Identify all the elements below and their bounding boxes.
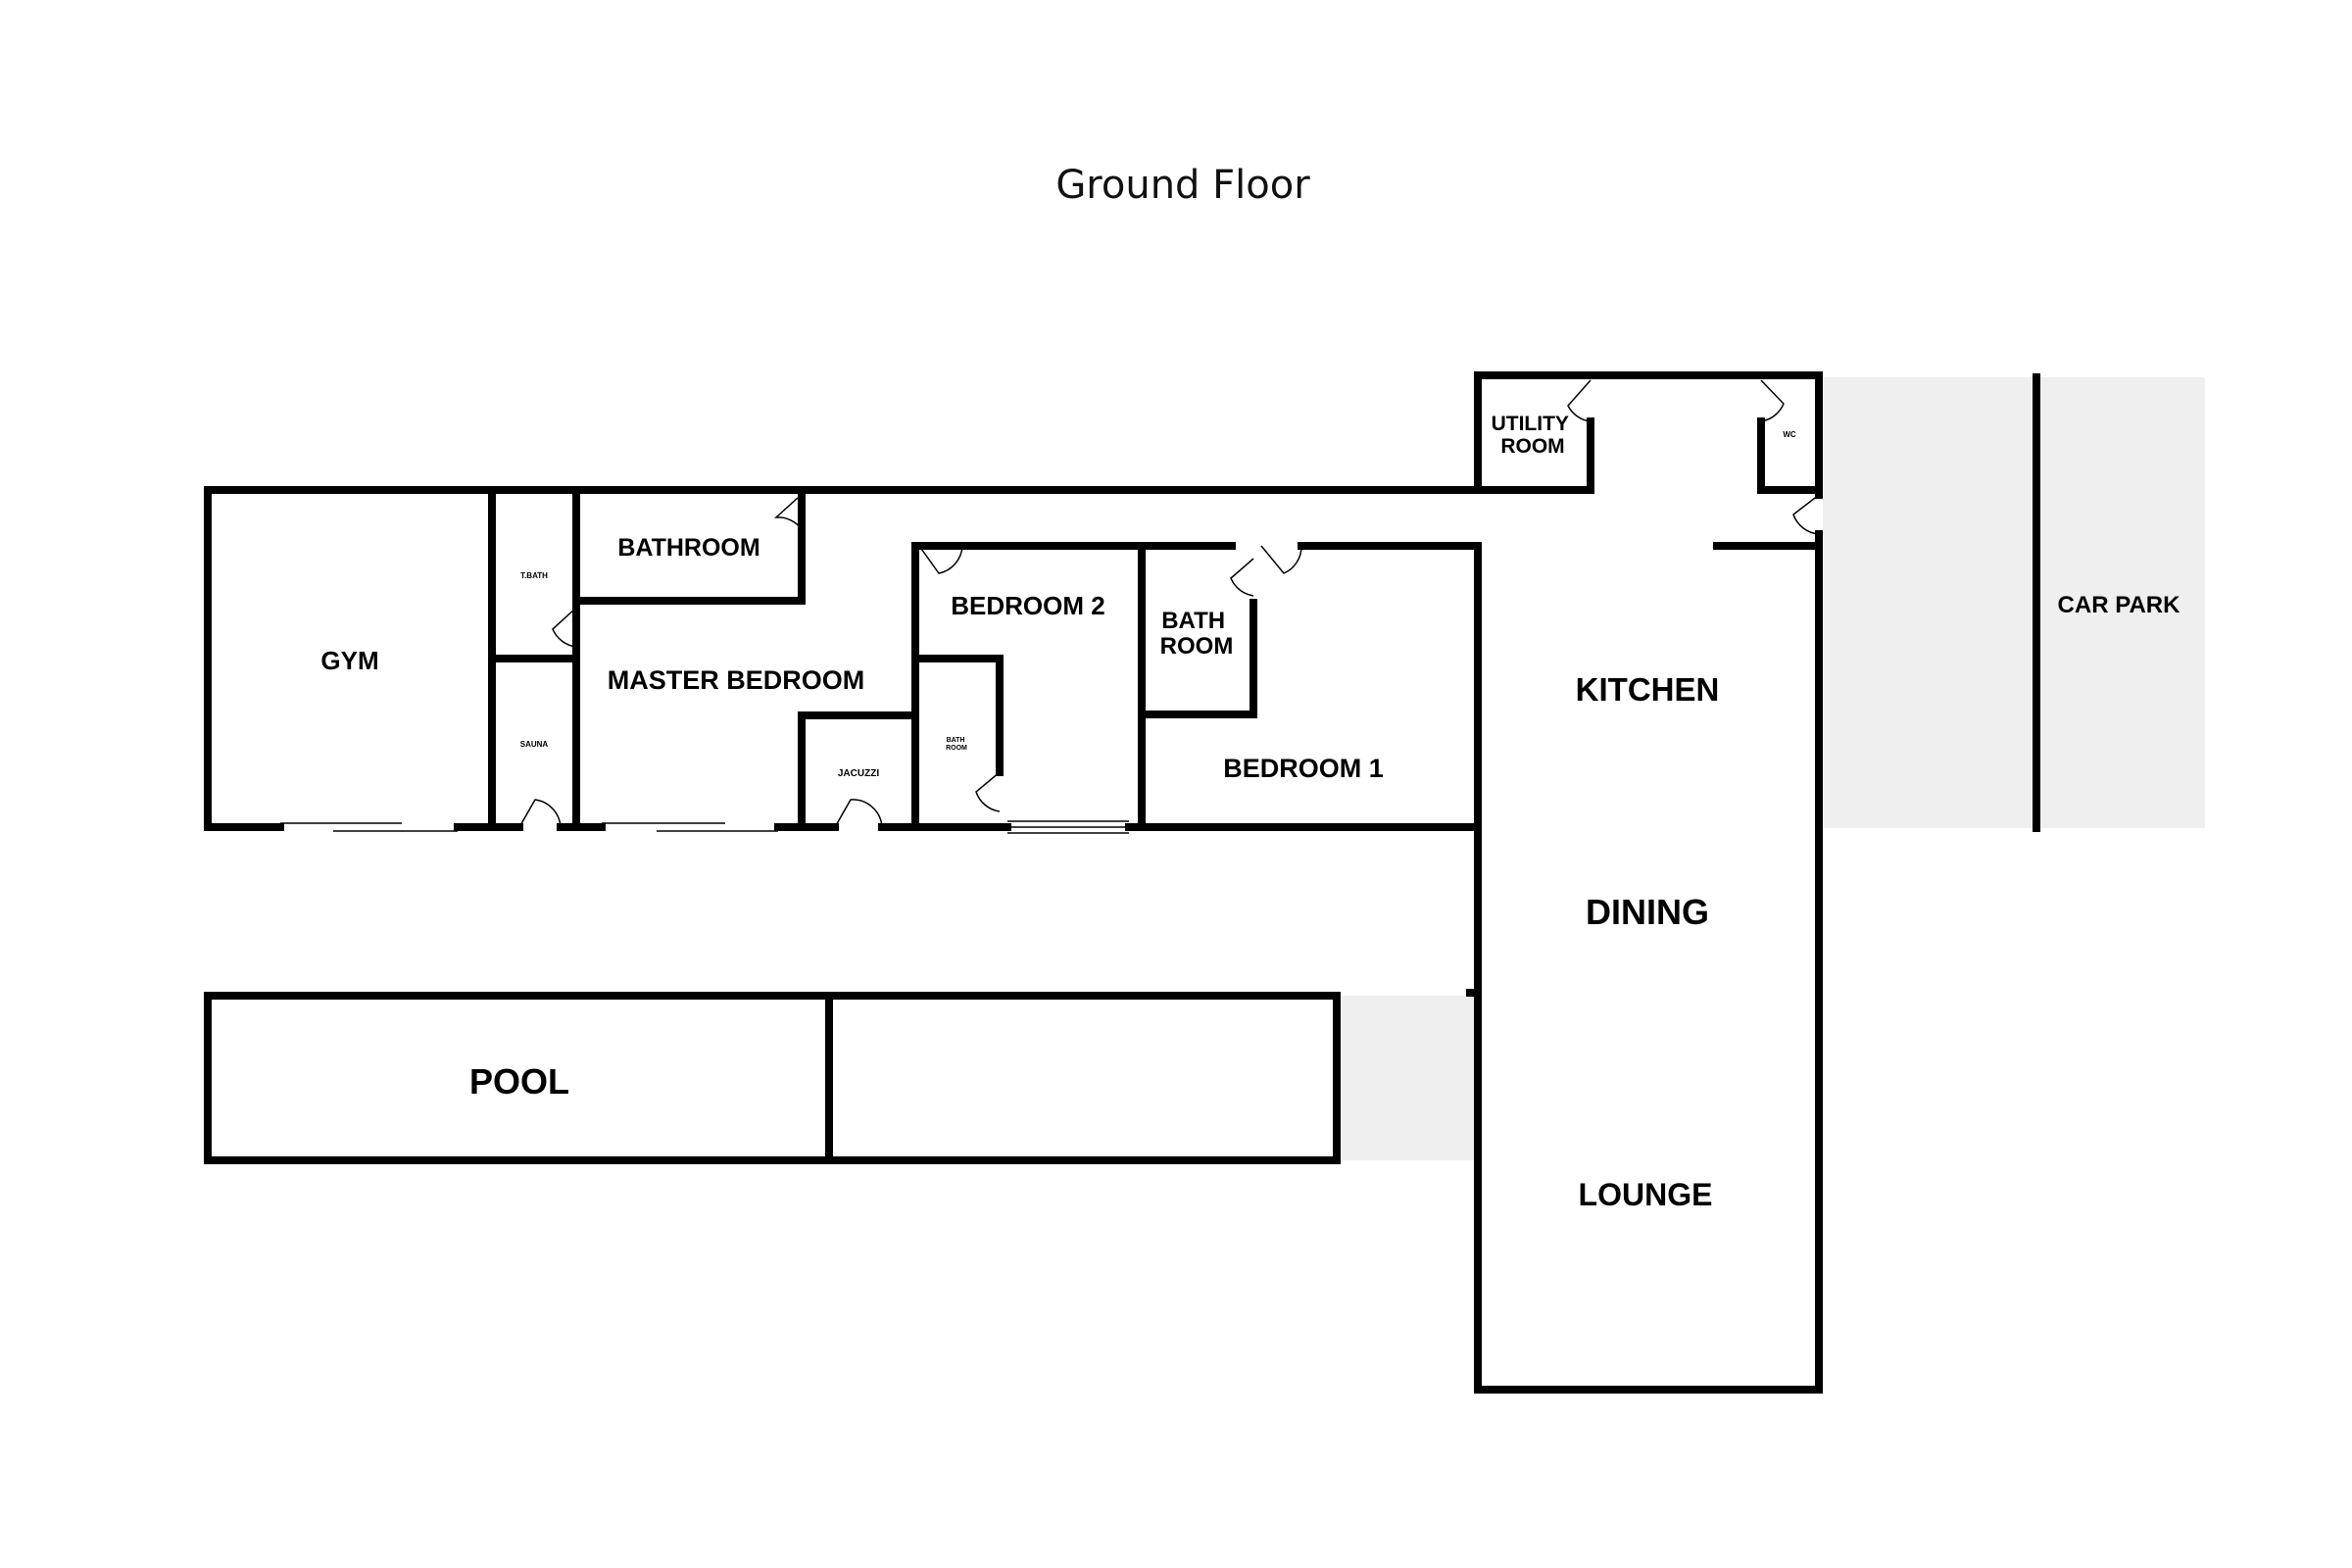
label-bath-room-line1: BATH (1161, 608, 1225, 634)
label-master-bedroom: MASTER BEDROOM (608, 665, 865, 695)
label-jacuzzi: JACUZZI (838, 768, 879, 779)
label-pool: POOL (469, 1061, 569, 1102)
room-labels: GYM T.BATH SAUNA BATHROOM MASTER BEDROOM… (320, 413, 2180, 1212)
terrace-area (1341, 996, 1476, 1160)
label-utility-room-line2: ROOM (1500, 435, 1564, 458)
sliding-doors (280, 820, 1129, 834)
label-car-park: CAR PARK (2058, 592, 2181, 618)
label-wc: WC (1783, 430, 1796, 439)
east-wing-walls (1474, 371, 1823, 1394)
label-small-bathroom-line1: BATH (947, 737, 965, 744)
car-park-area (1823, 377, 2205, 828)
label-small-bathroom-line2: ROOM (946, 745, 967, 752)
label-utility-room: UTILITY ROOM (1492, 413, 1575, 458)
label-tbath: T.BATH (520, 571, 548, 580)
label-bedroom-2: BEDROOM 2 (951, 591, 1104, 620)
door-swings (518, 379, 1820, 828)
label-bathroom: BATHROOM (617, 534, 760, 562)
label-dining: DINING (1586, 892, 1709, 932)
pool-walls (204, 989, 1482, 1164)
label-utility-room-line1: UTILITY (1492, 413, 1569, 435)
label-bedroom-1: BEDROOM 1 (1223, 754, 1384, 783)
west-wing-walls (204, 486, 1482, 831)
label-bath-room: BATH ROOM (1160, 608, 1234, 660)
floor-title: Ground Floor (1055, 163, 1310, 208)
label-gym: GYM (320, 646, 378, 675)
label-sauna: SAUNA (520, 740, 549, 749)
label-lounge: LOUNGE (1579, 1177, 1713, 1212)
label-kitchen: KITCHEN (1576, 671, 1720, 708)
label-small-bathroom: BATH ROOM (946, 737, 967, 752)
label-bath-room-line2: ROOM (1160, 633, 1234, 660)
